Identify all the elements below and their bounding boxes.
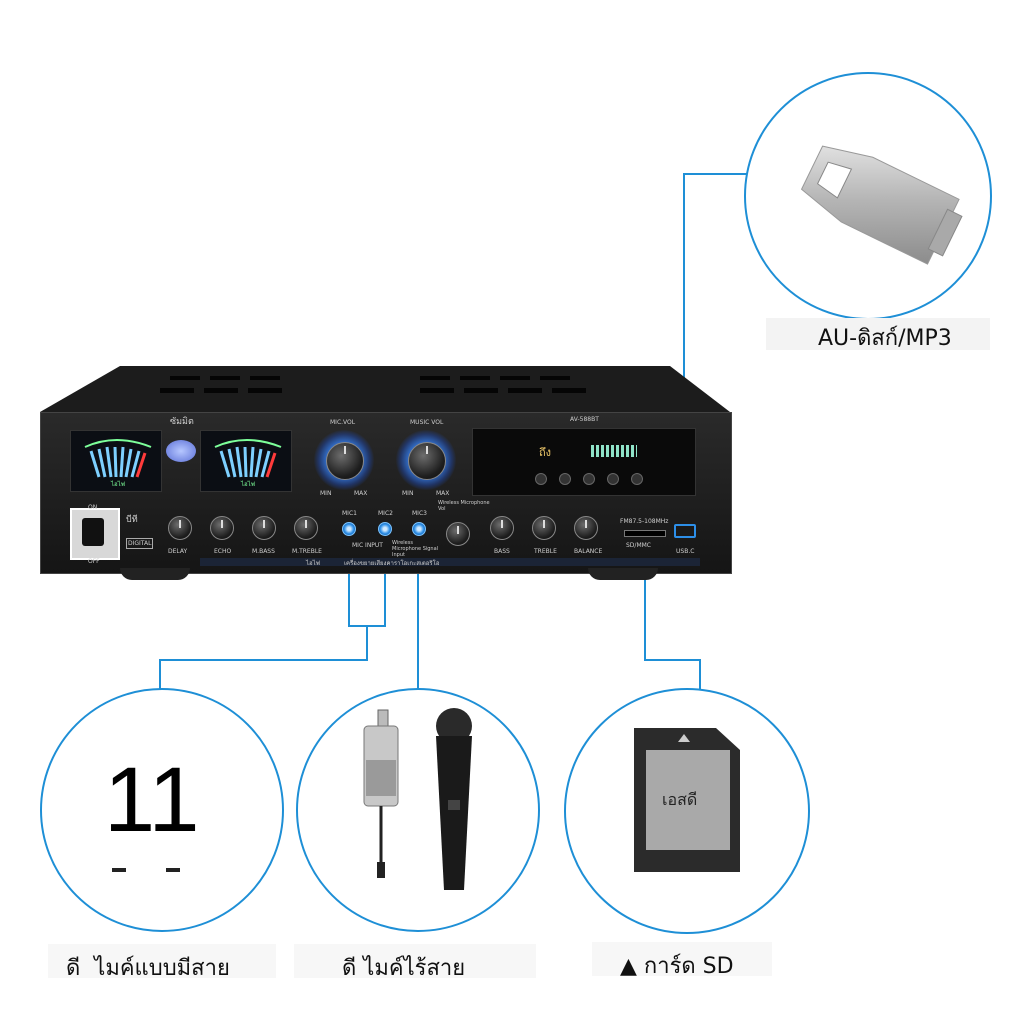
mic-vol-label: MIC.VOL: [330, 419, 356, 426]
wired-mic-number: 11: [104, 749, 200, 851]
wireless-caption: Wireless Microphone Signal Input: [392, 540, 439, 558]
usb-label-bg: [766, 318, 990, 350]
m-treble-label: M.TREBLE: [292, 548, 322, 555]
mic-vol-max: MAX: [354, 490, 368, 497]
mode-button[interactable]: [631, 473, 643, 485]
music-vol-label: MUSIC VOL: [410, 419, 444, 426]
amplifier: ซัมมิต AV-588BT ไฮไฟ ไฮไฟ MIC.VOL: [40, 362, 732, 582]
wireless-mic-label-bg: [294, 944, 536, 978]
play-pause-button[interactable]: [583, 473, 595, 485]
bass-knob[interactable]: [490, 516, 514, 540]
echo-knob[interactable]: [210, 516, 234, 540]
foot-left: [120, 568, 190, 580]
delay-knob[interactable]: [168, 516, 192, 540]
mic2-label: MIC2: [378, 510, 393, 517]
wireless-mic-icon: [363, 708, 472, 890]
mic-vol-knob[interactable]: [326, 442, 364, 480]
mic-input-caption: MIC INPUT: [352, 542, 383, 549]
power-switch[interactable]: [70, 508, 120, 560]
display-eq-bars: [591, 445, 637, 457]
repeat-button[interactable]: [535, 473, 547, 485]
treble-label: TREBLE: [534, 548, 557, 555]
mic3-label: MIC3: [412, 510, 427, 517]
music-vol-knob[interactable]: [408, 442, 446, 480]
sd-card-callout: เอสดี: [564, 688, 810, 934]
display-panel: ถึง: [472, 428, 696, 496]
m-treble-knob[interactable]: [294, 516, 318, 540]
sd-card-icon: [634, 728, 740, 872]
fm-label: FM87.5-108MHz: [620, 518, 669, 525]
sd-slot-label: SD/MMC: [626, 542, 651, 549]
mic1-jack[interactable]: [342, 522, 356, 536]
sd-card-text: เอสดี: [662, 790, 698, 809]
usb-port-label: USB.C: [676, 548, 695, 555]
wired-mic-callout: 11: [40, 688, 284, 932]
power-off-label: OFF: [88, 558, 100, 565]
bottom-caption: เครื่องขยายเสียงคาราโอเกะสเตอริโอ: [344, 560, 440, 567]
bottom-strip: [200, 558, 700, 566]
m-bass-label: M.BASS: [252, 548, 275, 555]
wired-mic-label-bg: [48, 944, 276, 978]
display-text: ถึง: [539, 446, 552, 459]
sd-card-label-bg: [592, 942, 772, 976]
wireless-mic-label: ดี ไมค์ไร้สาย: [342, 956, 466, 981]
echo-label: ECHO: [214, 548, 232, 555]
mic2-jack[interactable]: [378, 522, 392, 536]
model-label: AV-588BT: [570, 416, 599, 423]
usb-port[interactable]: [674, 524, 696, 538]
bass-label: BASS: [494, 548, 510, 555]
next-button[interactable]: [607, 473, 619, 485]
foot-right: [588, 568, 658, 580]
vu-meter-left: ไฮไฟ: [70, 430, 162, 492]
wired-mic-foot-right: [166, 868, 180, 872]
mic3-jack[interactable]: [412, 522, 426, 536]
mic1-label: MIC1: [342, 510, 357, 517]
balance-knob[interactable]: [574, 516, 598, 540]
brand-label: ซัมมิต: [170, 417, 194, 427]
vu-logo: [166, 440, 196, 462]
music-vol-max: MAX: [436, 490, 450, 497]
usb-label: AU-ดิสก์/MP3: [818, 326, 952, 351]
m-bass-knob[interactable]: [252, 516, 276, 540]
bottom-left-caption: ไฮไฟ: [306, 560, 320, 567]
wireless-mic-callout: [296, 688, 540, 932]
digital-label: DIGITAL: [126, 538, 154, 549]
wired-mic-foot-left: [112, 868, 126, 872]
prev-button[interactable]: [559, 473, 571, 485]
sd-slot[interactable]: [624, 530, 666, 537]
wireless-vol-knob[interactable]: [446, 522, 470, 546]
wireless-vol-label: Wireless Microphone Vol: [438, 500, 490, 512]
vu-left-caption: ไฮไฟ: [111, 481, 125, 488]
music-vol-min: MIN: [402, 490, 414, 497]
wired-mic-label: ดี ไมค์แบบมีสาย: [66, 956, 230, 981]
delay-label: DELAY: [168, 548, 188, 555]
balance-label: BALANCE: [574, 548, 603, 555]
bt-label: บีที: [126, 515, 138, 525]
vu-meter-right: ไฮไฟ: [200, 430, 292, 492]
power-on-label: ON: [88, 504, 98, 511]
vu-right-caption: ไฮไฟ: [241, 481, 255, 488]
mic-vol-min: MIN: [320, 490, 332, 497]
treble-knob[interactable]: [532, 516, 556, 540]
sd-card-label: ▲ การ์ด SD: [620, 954, 734, 979]
usb-drive-callout: [744, 72, 992, 320]
usb-drive-icon: [800, 145, 963, 265]
power-rocker: [82, 518, 104, 546]
